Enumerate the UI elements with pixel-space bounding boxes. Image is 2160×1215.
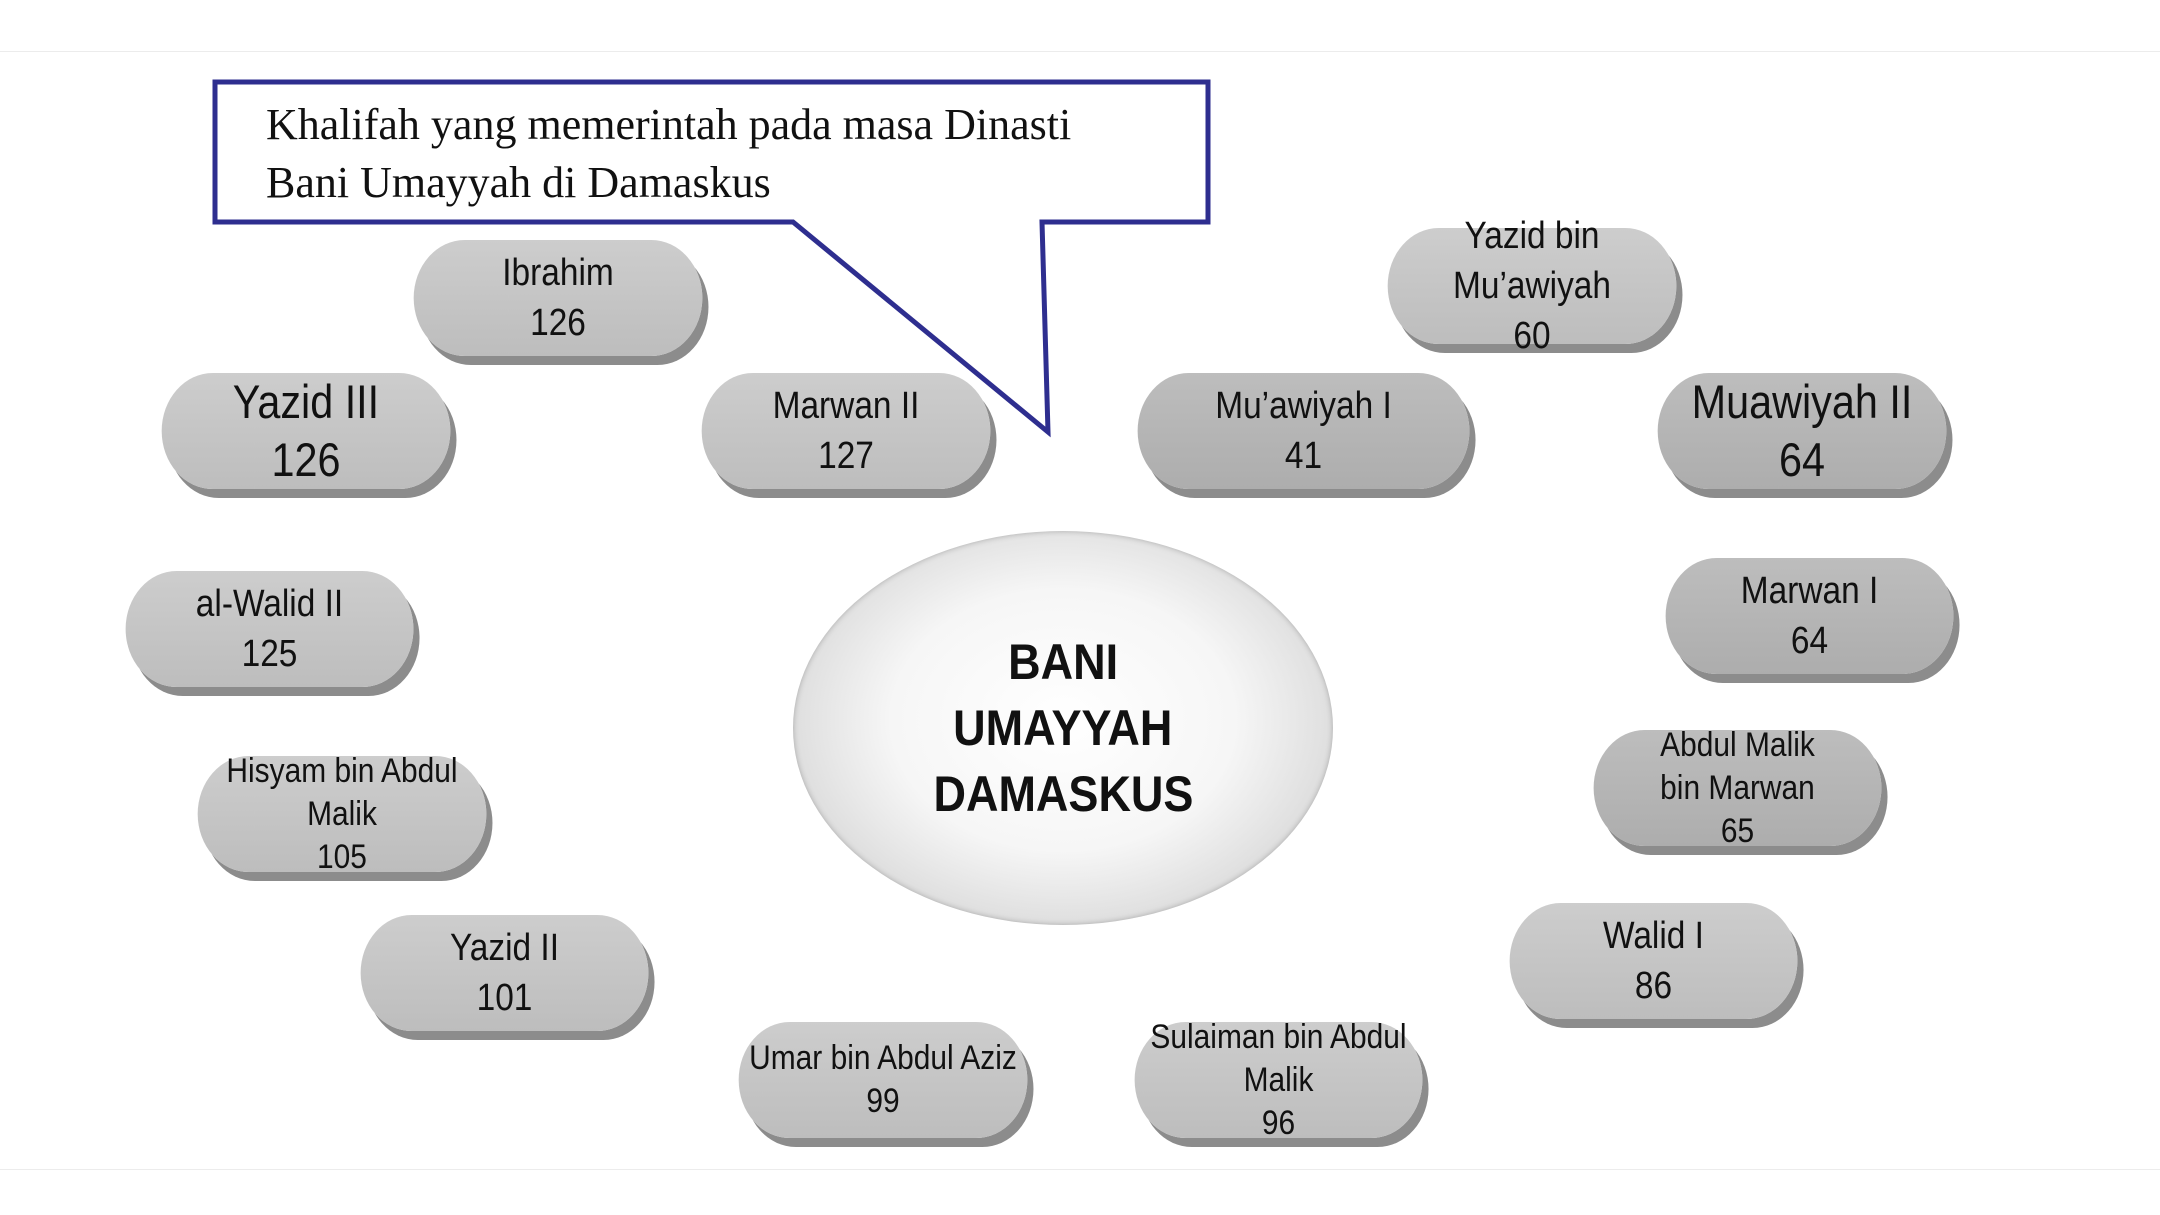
caliph-pill-sulaiman: Sulaiman bin Abdul Malik 96 [1134,1018,1423,1142]
caliph-year: 101 [476,977,533,1019]
caliph-year: 96 [1261,1103,1296,1142]
caliph-name-line: bin Marwan [1660,768,1815,807]
caliph-name-line: Malik [307,794,377,833]
caliph-pill-marwan-ii: Marwan II 127 [701,373,991,489]
caliph-name-line: Marwan II [772,385,920,427]
caliph-pill-umar-bin-abdul-aziz: Umar bin Abdul Aziz 99 [738,1022,1028,1138]
caliph-pill-abdul-malik: Abdul Malik bin Marwan 65 [1593,726,1882,850]
caliph-year: 64 [1778,433,1826,486]
center-line-3: DAMASKUS [932,766,1194,822]
center-dynasty-oval: BANI UMAYYAH DAMASKUS [793,531,1333,925]
caliph-year: 127 [818,435,874,477]
caliph-year: 99 [866,1082,900,1120]
caliph-year: 64 [1790,620,1829,662]
caliph-year: 41 [1284,435,1323,477]
caliph-pill-marwan-i: Marwan I 64 [1665,558,1954,674]
caliph-name-line: Ibrahim [502,252,614,294]
caliph-name-line: Yazid II [449,927,560,969]
callout-line-1: Khalifah yang memerintah pada masa Dinas… [266,100,1072,149]
caliph-pill-walid-i: Walid I 86 [1509,903,1798,1019]
caliph-name-line: Walid I [1603,915,1704,957]
caliph-name-line: Mu’awiyah I [1215,385,1392,427]
caliph-name-line: Abdul Malik [1660,725,1815,764]
caliph-name-line: Yazid bin [1464,215,1600,257]
caliph-pill-ibrahim: Ibrahim 126 [413,240,703,356]
caliph-name-line: Yazid III [232,375,380,428]
caliph-pill-hisyam: Hisyam bin Abdul Malik 105 [197,752,487,876]
caliph-pill-yazid-ii: Yazid II 101 [360,915,649,1031]
caliph-year: 60 [1513,315,1551,357]
caliph-pill-al-walid-ii: al-Walid II 125 [125,571,414,687]
caliph-name-line: al-Walid II [195,583,344,625]
caliph-year: 105 [317,837,367,876]
caliph-year: 65 [1720,811,1755,850]
caliph-pill-yazid-bin-muawiyah: Yazid bin Mu’awiyah 60 [1387,215,1677,357]
caliph-name-line: Hisyam bin Abdul [226,751,458,790]
caliph-name-line: Mu’awiyah [1453,265,1611,307]
caliph-pill-muawiyah-ii: Muawiyah II 64 [1657,373,1947,489]
caliph-name-line: Sulaiman bin Abdul [1150,1017,1407,1056]
center-line-1: BANI [1008,634,1118,690]
center-line-2: UMAYYAH [953,700,1173,756]
caliph-name-line: Muawiyah II [1691,375,1913,428]
caliph-year: 126 [530,302,586,344]
caliph-name-line: Malik [1243,1060,1314,1099]
caliph-pill-muawiyah-i: Mu’awiyah I 41 [1137,373,1470,489]
caliph-pill-yazid-iii: Yazid III 126 [161,373,451,489]
caliph-year: 125 [241,633,298,675]
caliph-name-line: Marwan I [1740,570,1879,612]
caliph-year: 126 [271,433,341,486]
callout-title: Khalifah yang memerintah pada masa Dinas… [266,96,1206,212]
callout-line-2: Bani Umayyah di Damaskus [266,158,771,207]
caliph-year: 86 [1634,965,1673,1007]
caliph-name-line: Umar bin Abdul Aziz [749,1039,1017,1077]
